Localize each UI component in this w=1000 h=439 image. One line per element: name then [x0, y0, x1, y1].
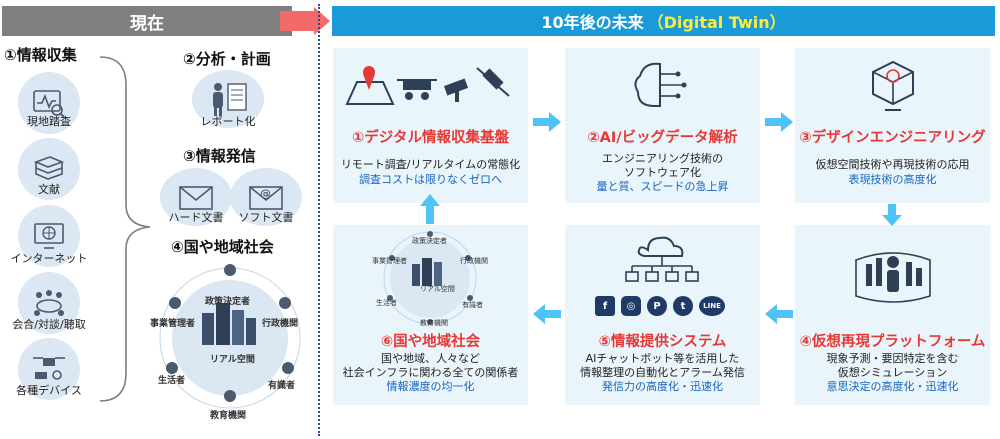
mini-society-diagram — [383, 231, 477, 325]
society-label: リアル空間 — [420, 285, 455, 293]
arrow-right-icon — [765, 112, 793, 132]
society-label: 生活者 — [376, 299, 397, 307]
section-dissemination-title: ③情報発信 — [183, 147, 256, 165]
panel-title: ⑥国や地域社会 — [380, 334, 481, 350]
arrow-left-icon — [533, 304, 561, 324]
panel-desc: AIチャットボット等を活用した — [585, 352, 740, 365]
line-icon: LINE — [699, 296, 725, 316]
panel-desc: 仮想空間技術や再現技術の応用 — [815, 158, 970, 171]
panel-title: ⑤情報提供システム — [598, 334, 727, 350]
society-label: 政策決定者 — [205, 297, 251, 307]
mail-icon — [160, 168, 232, 226]
devices-icon — [18, 338, 80, 400]
instagram-icon: ◎ — [621, 296, 641, 316]
3d-design-icon — [872, 60, 914, 111]
books-icon — [18, 138, 80, 200]
email-icon: @ — [230, 168, 302, 226]
society-label: 教育機関 — [210, 411, 247, 421]
panel-title: ②AI/ビッグデータ解析 — [587, 130, 738, 146]
society-label: 政策決定者 — [412, 237, 447, 245]
item-label: レポート化 — [200, 115, 256, 128]
society-label: 教育機関 — [420, 319, 448, 327]
society-label: 生活者 — [158, 376, 186, 386]
item-label: インターネット — [10, 252, 88, 265]
society-label: 事業管理者 — [150, 319, 196, 329]
panel-highlight: 量と質、スピードの急上昇 — [596, 180, 729, 193]
panel-desc: ソフトウェア化 — [624, 166, 701, 179]
item-label: 会合/対談/聴取 — [12, 318, 86, 331]
panel-design-engineering — [795, 48, 990, 203]
panel-desc: 社会インフラに関わる全ての関係者 — [342, 366, 519, 379]
present-header: 現在 — [2, 6, 292, 36]
brace — [99, 56, 151, 402]
panel-title: ①デジタル情報収集基盤 — [352, 130, 509, 146]
society-label: 有識者 — [462, 301, 483, 309]
section-analysis-title: ②分析・計画 — [183, 50, 271, 68]
item-label: ハード文書 — [168, 211, 224, 224]
arrow-down-icon — [882, 204, 902, 226]
society-label: 事業管理者 — [372, 257, 407, 265]
future-header: 10年後の未来（Digital Twin） — [332, 6, 995, 36]
report-icon — [192, 70, 264, 128]
arrow-up-icon — [420, 194, 440, 224]
cloud-network-icon — [625, 236, 699, 282]
item-label: ソフト文書 — [238, 211, 294, 224]
panel-virtual-platform — [795, 225, 990, 405]
section-society-title: ④国や地域社会 — [171, 238, 274, 256]
internet-monitor-icon — [18, 205, 80, 267]
panel-desc: 国や地域、人々など — [381, 352, 480, 365]
pinterest-icon: P — [647, 296, 667, 316]
society-diagram — [159, 264, 301, 409]
item-label: 現地踏査 — [27, 115, 71, 128]
twitter-icon: t — [673, 296, 693, 316]
panel-title: ③デザインエンジニアリング — [799, 130, 986, 146]
arrow-left-icon — [765, 304, 793, 324]
panel-title: ④仮想再現プラットフォーム — [799, 334, 986, 350]
society-label: 行政機関 — [262, 319, 299, 329]
svg-text:@: @ — [260, 187, 271, 200]
brain-icon — [634, 62, 687, 107]
facebook-icon: f — [595, 296, 615, 316]
panel-highlight: 情報濃度の均一化 — [386, 380, 475, 393]
vr-simulation-icon — [855, 252, 931, 303]
transition-arrow-icon — [280, 7, 330, 35]
divider — [318, 4, 320, 436]
panel-highlight: 調査コストは限りなくゼロへ — [359, 173, 502, 186]
panel-highlight: 表現技術の高度化 — [848, 173, 937, 186]
site-survey-icon — [18, 72, 80, 134]
panel-desc: エンジニアリング技術の — [602, 152, 723, 165]
panel-highlight: 意思決定の高度化・迅速化 — [826, 380, 959, 393]
panel-desc: リモート調査/リアルタイムの常態化 — [340, 158, 521, 171]
society-label: 行政機関 — [460, 257, 488, 265]
arrow-right-icon — [533, 112, 561, 132]
section-info-collection-title: ①情報収集 — [4, 46, 77, 64]
meeting-icon — [18, 272, 80, 334]
society-label: リアル空間 — [210, 355, 255, 365]
item-label: 各種デバイス — [16, 384, 82, 397]
panel-desc: 情報整理の自動化とアラーム発信 — [580, 366, 745, 379]
panel-desc: 仮想シミュレーション — [837, 366, 948, 379]
sensing-devices-icon — [345, 66, 510, 105]
society-label: 有識者 — [268, 381, 296, 391]
panel-highlight: 発信力の高度化・迅速化 — [602, 380, 723, 393]
item-label: 文献 — [38, 183, 60, 196]
panel-desc: 現象予測・要因特定を含む — [826, 352, 959, 365]
